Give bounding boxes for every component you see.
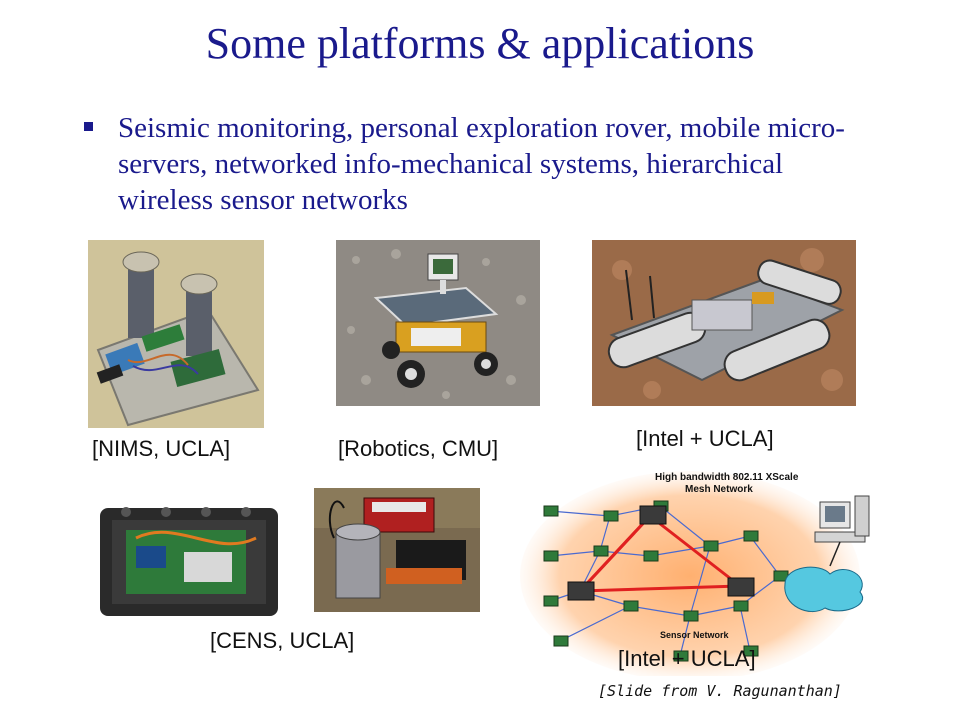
intel-tracked-robot-photo	[592, 240, 856, 406]
caption-intel-network: [Intel + UCLA]	[618, 646, 756, 671]
mesh-network-label-line2: Mesh Network	[685, 484, 753, 495]
caption-robotics: [Robotics, CMU]	[338, 436, 499, 461]
sensor-network-label: Sensor Network	[660, 630, 730, 640]
bullet-item: Seismic monitoring, personal exploration…	[84, 110, 884, 218]
cens-enclosure-photo	[96, 498, 282, 622]
bullet-text: Seismic monitoring, personal exploration…	[118, 112, 845, 216]
mesh-network-label-line1: High bandwidth 802.11 XScale	[655, 472, 799, 483]
field-deployment-photo	[314, 488, 480, 612]
robotics-rover-photo	[336, 240, 540, 406]
slide-credit: [Slide from V. Ragunanthan]	[598, 682, 842, 700]
sensor-network-diagram: High bandwidth 802.11 XScale Mesh Networ…	[520, 466, 880, 676]
nims-platform-photo	[88, 240, 264, 428]
caption-cens: [CENS, UCLA]	[210, 628, 355, 653]
caption-nims: [NIMS, UCLA]	[92, 436, 231, 461]
slide-title: Some platforms & applications	[205, 19, 755, 68]
bullet-square-icon	[84, 122, 93, 131]
caption-intel-tank: [Intel + UCLA]	[636, 426, 774, 451]
